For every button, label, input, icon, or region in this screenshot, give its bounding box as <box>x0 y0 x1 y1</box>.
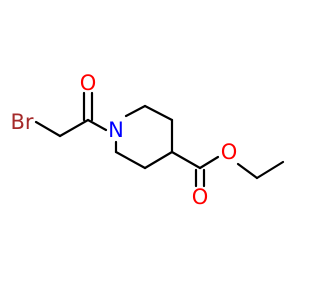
bond-n-ring-upper <box>124 104 147 118</box>
ester-carbonyl-oxygen-atom-label: O <box>192 185 209 209</box>
ketone-oxygen-atom-label: O <box>80 71 97 95</box>
bond-acyl-carbon-nitrogen <box>86 118 108 132</box>
bond-ester-carbon-oxygen <box>198 155 220 170</box>
bond-ethyl-ch2-ch3 <box>255 160 285 180</box>
atom-label-layer: Br O N O O <box>10 71 237 209</box>
bond-ring-ester-carbon <box>170 150 202 170</box>
bond-ring-lower-left <box>114 150 147 170</box>
bond-oxygen-ethyl-ch2 <box>236 162 259 180</box>
bond-ch2-acyl-carbon <box>58 118 90 138</box>
piperidine-nitrogen-atom-label: N <box>108 118 124 142</box>
bromine-atom-label: Br <box>10 110 33 134</box>
bond-ring-upper-right <box>143 104 174 122</box>
ester-ether-oxygen-atom-label: O <box>221 140 238 164</box>
molecule-structure-diagram: Br O N O O <box>10 71 285 209</box>
bond-layer <box>34 91 285 188</box>
bond-ring-lower-right <box>143 150 174 170</box>
bond-br-ch2 <box>34 120 62 138</box>
